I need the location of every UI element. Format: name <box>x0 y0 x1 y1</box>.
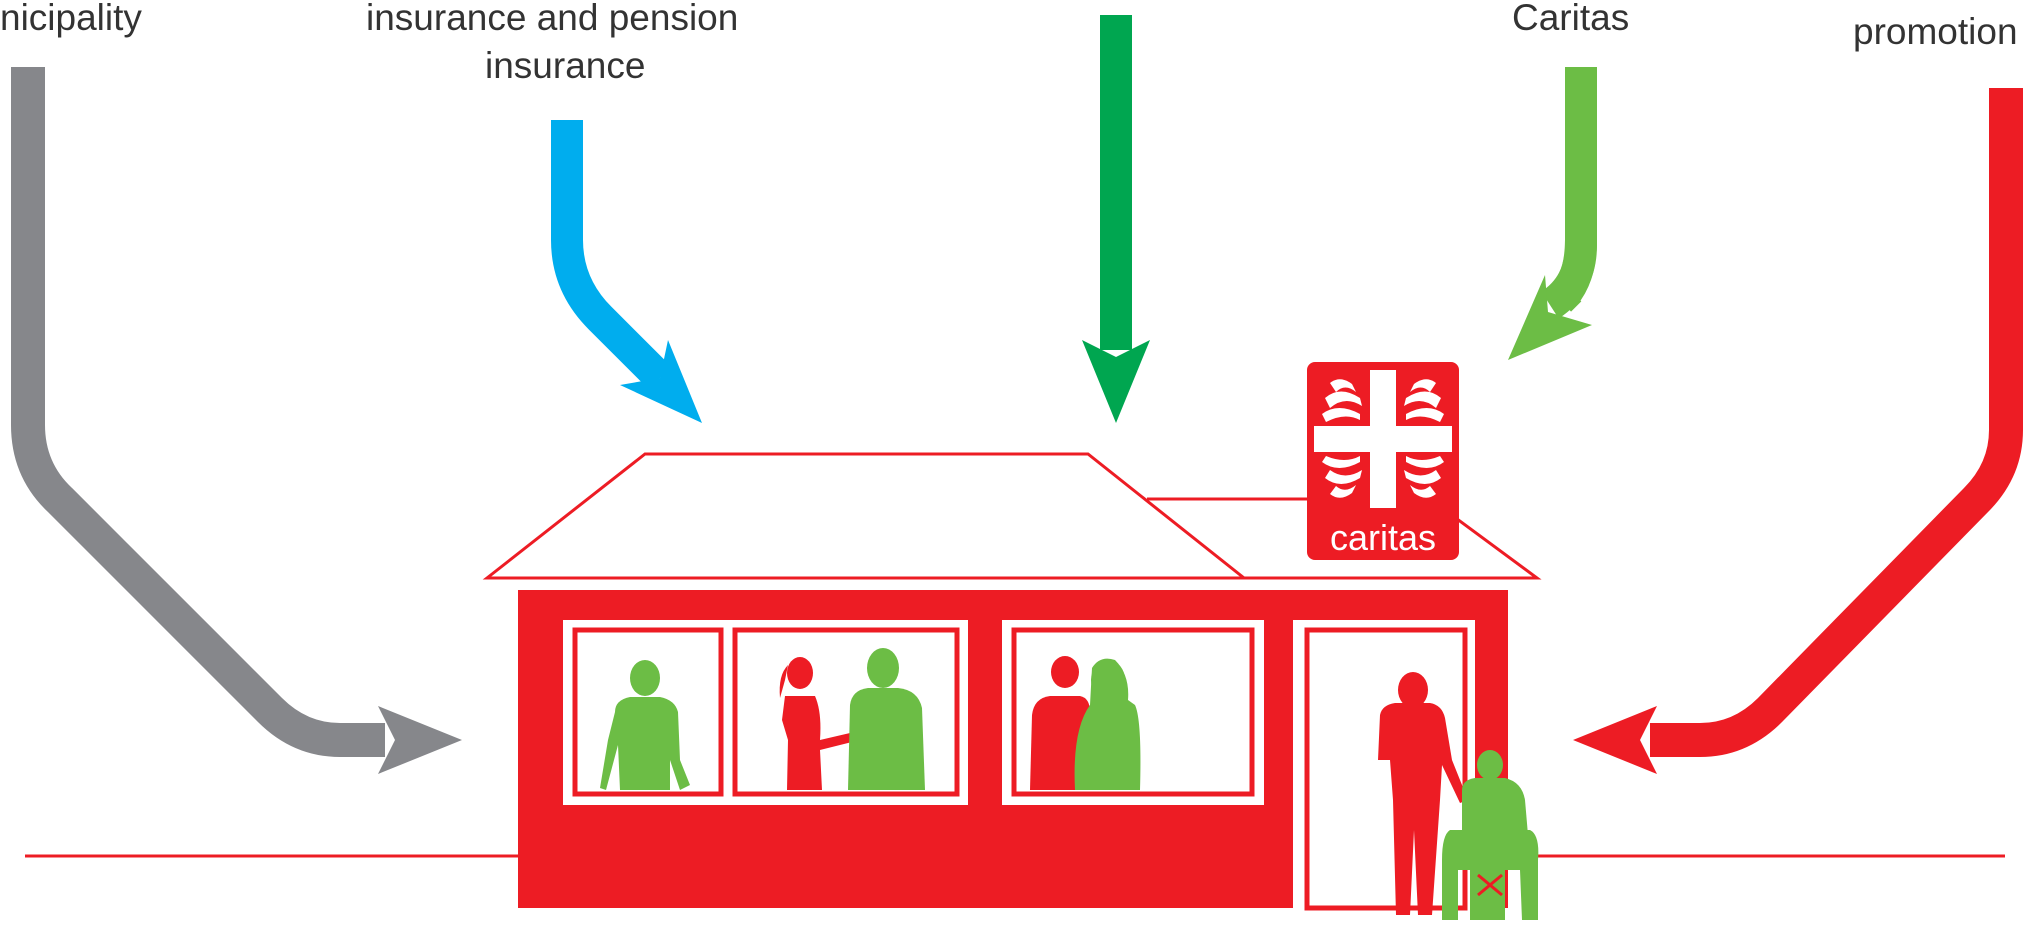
label-promotion: promotion <box>1853 11 2018 52</box>
central-funding-arrow <box>1082 15 1150 423</box>
person-icon <box>600 660 690 790</box>
caritas-cross-icon <box>1314 370 1452 508</box>
label-municipality: nicipality <box>0 0 142 38</box>
label-insurance-line2: insurance <box>485 45 646 86</box>
promotion-arrow <box>1573 88 2023 774</box>
label-caritas: Caritas <box>1512 0 1630 38</box>
caritas-logo-text: caritas <box>1330 517 1436 558</box>
person-icon <box>1378 672 1468 915</box>
label-insurance-line1: insurance and pension <box>366 0 739 38</box>
caritas-arrow <box>1508 67 1597 360</box>
wheelchair-user-icon <box>1442 750 1539 920</box>
house-roof <box>482 452 1542 580</box>
person-icon <box>779 657 852 790</box>
person-icon <box>1074 658 1141 790</box>
insurance-arrow <box>551 120 702 423</box>
municipality-arrow <box>11 67 462 774</box>
person-icon <box>848 648 925 790</box>
caritas-logo: caritas <box>1307 362 1459 560</box>
